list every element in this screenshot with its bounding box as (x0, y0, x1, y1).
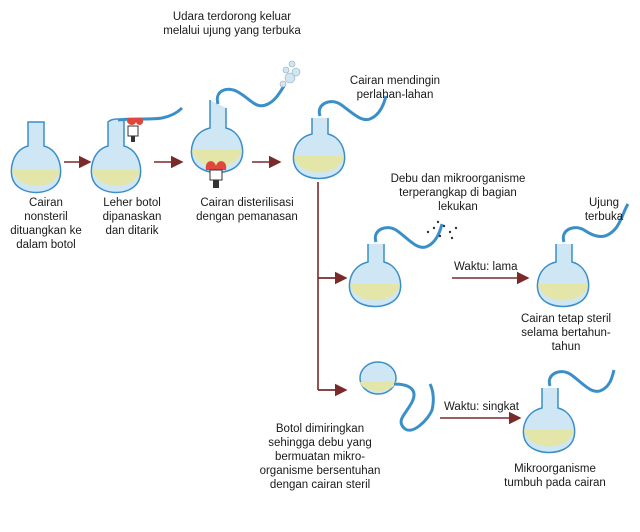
flask-tilted (359, 361, 435, 432)
label-stays-sterile: Cairan tetap steril selama bertahun- tah… (520, 313, 612, 353)
label-open-end: Ujung terbuka (584, 197, 624, 223)
flame-icon (127, 118, 144, 142)
flask-dust-trapped (348, 223, 444, 308)
label-step3: Cairan disterilisasi dengan pemanasan (196, 197, 298, 223)
vapor-icon (279, 60, 301, 88)
flask-sterilized (190, 85, 286, 174)
label-air-out: Udara terdorong keluar melalui ujung yan… (163, 11, 301, 37)
label-step1: Cairan nonsteril dituangkan ke dalam bot… (10, 197, 82, 251)
flask-microbes-grow (522, 369, 616, 454)
label-tilted: Botol dimiringkan sehingga debu yang ber… (259, 423, 381, 491)
label-step2: Leher botol dipanaskan dan ditarik (102, 197, 162, 237)
dust-particles-icon (426, 220, 458, 240)
label-cool: Cairan mendingin perlahan-lahan (349, 75, 441, 101)
label-time-long: Waktu: lama (454, 261, 518, 273)
flask-stays-sterile (536, 203, 630, 308)
label-dust-trapped: Debu dan mikroorganisme terperangkap di … (390, 173, 526, 213)
flask-nonsterile (10, 121, 62, 194)
branch-connector (317, 182, 342, 391)
label-microbes-grow: Mikroorganisme tumbuh pada cairan (504, 463, 606, 489)
flask-cooling (292, 95, 388, 180)
flame-under-flask-icon (205, 161, 227, 188)
label-time-short: Waktu: singkat (444, 401, 519, 413)
